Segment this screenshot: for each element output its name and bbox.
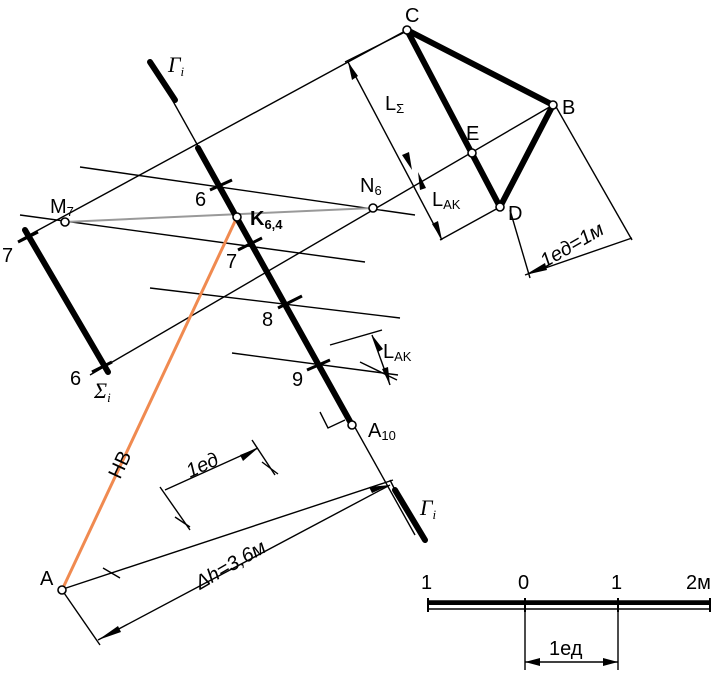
arrow-lak2-bottom: [382, 367, 390, 385]
label-left-7: 7: [2, 245, 13, 267]
label-a10: A10: [368, 420, 396, 443]
label-e: E: [466, 123, 479, 145]
line-a-base: [59, 479, 394, 591]
ext-d2: [509, 209, 531, 279]
parallel-lines: [19, 29, 633, 646]
lak-ext2: [359, 361, 398, 381]
label-l-sigma: LΣ: [385, 93, 404, 116]
point-n6: [368, 203, 378, 213]
tick-base3: [261, 461, 279, 475]
label-l-ak-bottom: LAK: [383, 341, 412, 364]
scale-arrow-right: [603, 658, 618, 666]
label-left-6: 6: [70, 368, 81, 390]
scale-unit-label: 1ед: [549, 638, 583, 660]
true-size-line: [60, 216, 239, 591]
tick-base2: [174, 516, 191, 528]
line-c-m: [19, 29, 408, 241]
segment-bd: [497, 102, 556, 210]
tick-6: [209, 178, 233, 192]
label-k: K6,4: [250, 208, 283, 232]
scale-label-1: 0: [518, 572, 529, 594]
label-l-ak-top: LAK: [432, 189, 461, 212]
arrow-lak2-top: [372, 335, 383, 352]
point-a: [57, 585, 67, 595]
point-c: [402, 25, 412, 35]
point-a10: [347, 420, 357, 430]
label-axis-9: 9: [292, 369, 303, 391]
point-m7: [60, 217, 70, 227]
gamma-bottom-mark: [392, 487, 428, 543]
arrow-dh-left: [98, 626, 121, 640]
label-m7: M7: [50, 196, 74, 219]
label-c: C: [405, 5, 419, 27]
scale-bar: 1 0 1 2м 1ед: [421, 572, 711, 670]
label-axis-7: 7: [226, 251, 237, 273]
label-d: D: [508, 203, 522, 225]
scale-bar-fill: [428, 601, 710, 605]
tick-base1: [102, 567, 121, 579]
point-b: [548, 100, 558, 110]
gamma-top-mark: [147, 59, 178, 103]
gray-line-mn: [64, 207, 374, 223]
ext-c: [344, 31, 406, 63]
tick-left-7: [17, 230, 39, 244]
tick-left-6: [91, 360, 113, 374]
ext-b: [554, 104, 633, 241]
segment-cd: [404, 27, 503, 210]
tick-7: [237, 236, 263, 252]
right-angle-mark: [319, 411, 346, 429]
ext-d: [439, 206, 501, 241]
scale-label-0: 1: [421, 572, 432, 594]
point-d: [495, 202, 505, 212]
arrow-dh-right: [369, 485, 390, 493]
label-axis-6: 6: [195, 189, 206, 211]
label-a: A: [40, 568, 54, 590]
hatch-6: [79, 166, 416, 216]
sigma-line: [22, 227, 111, 375]
line-b-axis: [89, 104, 554, 376]
dh-dim: [97, 484, 391, 641]
scale-label-3: 2м: [686, 572, 711, 594]
label-unit-mid: 1ед: [183, 449, 222, 483]
label-unit-small: 1ед=1м: [537, 218, 609, 272]
label-sigma: Σi: [93, 378, 111, 405]
arrow-lak-top: [418, 172, 426, 190]
arrow-lak-bottom: [432, 221, 442, 240]
tick-8: [277, 294, 303, 310]
dim-line-l: [347, 61, 443, 241]
scale-label-2: 1: [611, 572, 622, 594]
arrowheads: [98, 62, 547, 640]
point-k: [232, 212, 242, 222]
arrow-ls-bottom: [402, 152, 412, 170]
scale-arrow-left: [525, 658, 540, 666]
point-e: [467, 148, 477, 158]
points: [57, 25, 558, 595]
hatch-7: [19, 214, 366, 263]
label-gamma-bottom: Гi: [419, 495, 437, 522]
label-axis-8: 8: [262, 309, 273, 331]
label-gamma-top: Гi: [167, 52, 185, 79]
label-true-size: НВ: [105, 448, 137, 482]
axis-ticks: [17, 178, 331, 374]
thick-lines: [22, 27, 556, 543]
segment-cb: [404, 27, 556, 108]
label-b: B: [562, 97, 575, 119]
dh-ext1: [61, 589, 101, 646]
label-delta-h: Δh=3,6м: [191, 536, 270, 595]
label-n6: N6: [360, 175, 382, 198]
segment-k-a10: [195, 145, 355, 428]
arrow-ls-top: [348, 62, 358, 80]
arrow-1ed: [525, 263, 547, 275]
arrow-ed: [240, 448, 258, 461]
lak-ext1: [329, 329, 383, 346]
tick-9: [306, 358, 331, 372]
hatch-8: [149, 287, 401, 319]
